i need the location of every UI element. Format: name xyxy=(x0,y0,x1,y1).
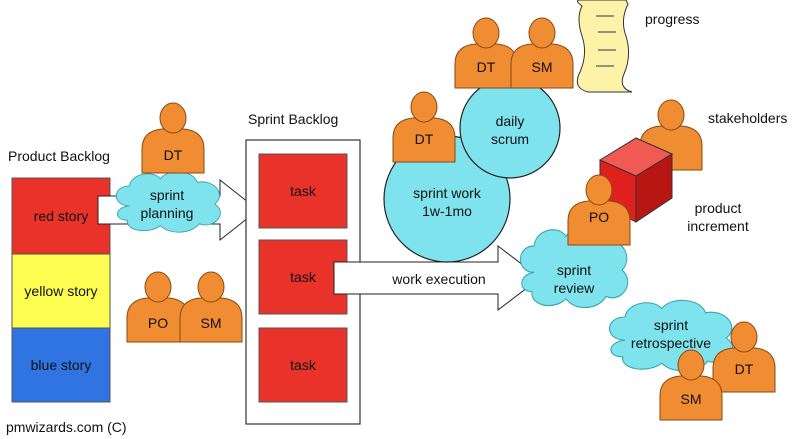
sprint-planning-label-line2: planning xyxy=(141,205,194,221)
dt-person-icon xyxy=(392,91,456,163)
daily-scrum-label-line2: scrum xyxy=(491,131,529,147)
work-execution-arrow-icon xyxy=(333,244,541,312)
dt-role-label: DT xyxy=(164,147,183,163)
product-backlog-column: red story yellow story blue story xyxy=(11,177,111,403)
task-label: task xyxy=(290,183,317,199)
sprint-review-label-line2: review xyxy=(554,280,595,296)
po-role-label: PO xyxy=(148,315,168,331)
sprint-retrospective-label-line1: sprint xyxy=(654,317,688,333)
dt-person-icon xyxy=(454,17,518,89)
yellow-story-box xyxy=(11,253,111,329)
daily-scrum-label-line1: daily xyxy=(496,113,525,129)
progress-label: progress xyxy=(645,11,699,27)
dt-role-label: DT xyxy=(415,131,434,147)
stakeholders-label: stakeholders xyxy=(708,110,787,126)
sm-role-label: SM xyxy=(201,315,222,331)
credit-text: pmwizards.com (C) xyxy=(6,419,127,435)
sm-person-icon xyxy=(510,17,574,89)
task-label: task xyxy=(290,357,317,373)
task-list: task task task xyxy=(258,153,348,403)
work-execution-label: work execution xyxy=(391,271,485,287)
sm-role-label: SM xyxy=(681,391,702,407)
task-label: task xyxy=(290,269,317,285)
sprint-backlog-title: Sprint Backlog xyxy=(248,111,338,127)
sm-role-label: SM xyxy=(532,59,553,75)
product-increment-label-line2: increment xyxy=(687,218,749,234)
task-card xyxy=(258,239,348,315)
sprint-planning-label-line1: sprint xyxy=(150,187,184,203)
product-backlog-title: Product Backlog xyxy=(8,148,110,164)
red-story-box xyxy=(11,177,111,255)
dt-role-label: DT xyxy=(735,361,754,377)
sprint-work-label-line1: sprint work xyxy=(413,185,482,201)
task-card xyxy=(258,153,348,229)
product-increment-label-line1: product xyxy=(695,200,742,216)
sm-person-icon xyxy=(179,271,243,343)
sprint-work-label-line2: 1w-1mo xyxy=(422,203,472,219)
sprint-review-label-line1: sprint xyxy=(557,262,591,278)
yellow-story-label: yellow story xyxy=(24,283,97,299)
red-story-label: red story xyxy=(34,208,88,224)
task-card xyxy=(258,327,348,403)
scroll-icon xyxy=(576,0,633,93)
po-role-label: PO xyxy=(589,209,609,225)
blue-story-box xyxy=(11,327,111,403)
dt-role-label: DT xyxy=(477,59,496,75)
blue-story-label: blue story xyxy=(31,357,92,373)
sprint-retrospective-label-line2: retrospective xyxy=(631,335,711,351)
